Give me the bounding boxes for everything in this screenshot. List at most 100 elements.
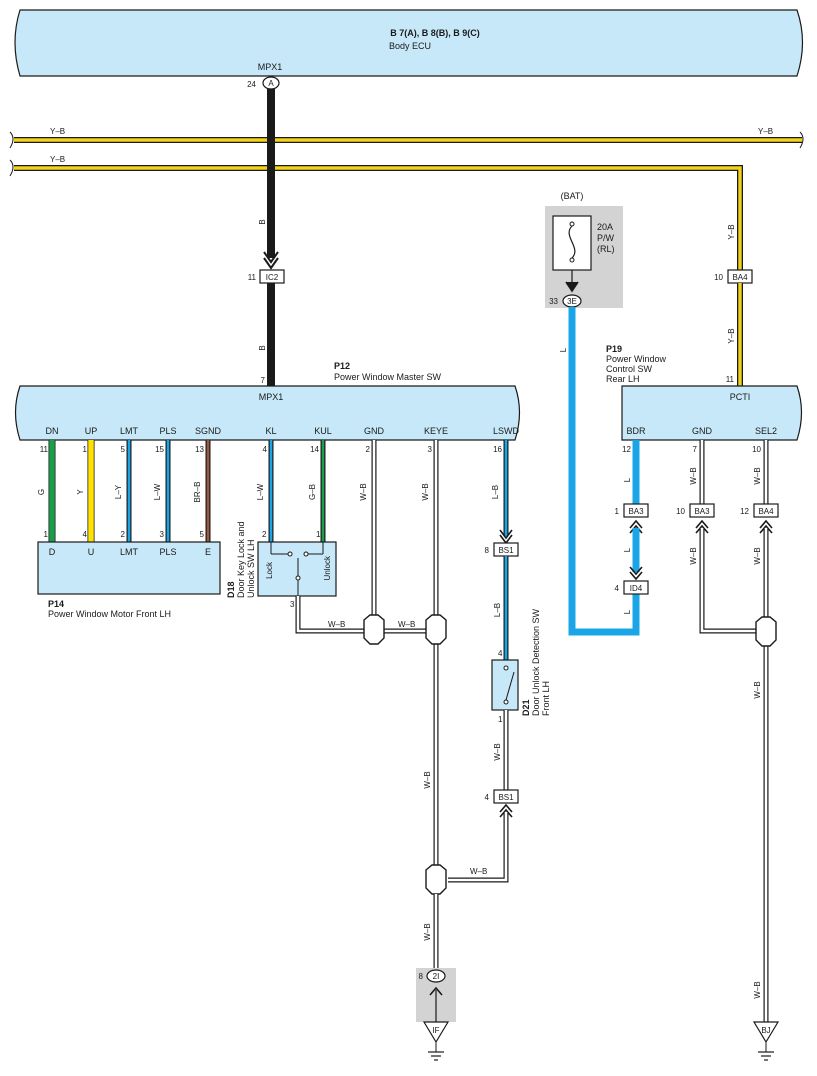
motor-pin-number: 1 xyxy=(44,530,49,539)
ground-if: W–B 2I 8 IF xyxy=(416,894,456,1061)
master-pin-wire-label: W–B xyxy=(421,483,430,500)
connector-2i-pin: 8 xyxy=(419,972,424,981)
master-pin-label: LSWD xyxy=(493,426,520,436)
master-pin-wire-label: W–B xyxy=(359,483,368,500)
master-pin-wire-label: G xyxy=(37,489,46,495)
master-switch-mpx-pin: 7 xyxy=(261,376,266,385)
ba4-top: Y–B BA4 10 Y–B xyxy=(714,224,753,386)
control-switch-name2: Control SW xyxy=(606,364,653,374)
d21-pin-top: 4 xyxy=(498,649,503,658)
control-pin-label: GND xyxy=(692,426,713,436)
body-ecu-pin-num: 24 xyxy=(247,80,256,89)
master-pin-label: LMT xyxy=(120,426,139,436)
b-wire: B IC2 11 B xyxy=(248,89,285,386)
master-pin-number: 14 xyxy=(310,445,319,454)
bs1-top-label: BS1 xyxy=(498,546,514,555)
master-switch: P12 Power Window Master SW MPX1 7 DN11GU… xyxy=(14,361,521,542)
bs1-top-wire: L–B xyxy=(493,603,502,617)
master-pin-wire-label: BR–B xyxy=(193,482,202,503)
master-pin-number: 16 xyxy=(493,445,502,454)
id4-wire-lower: L xyxy=(623,609,632,614)
id4-wire-upper: L xyxy=(623,547,632,552)
d21-code: D21 xyxy=(521,699,531,716)
master-pin-number: 13 xyxy=(195,445,204,454)
motor-name: Power Window Motor Front LH xyxy=(48,609,171,619)
door-unlock-detection-switch: 4 1 D21 Door Unlock Detection SW Front L… xyxy=(448,608,551,883)
master-pin-number: 15 xyxy=(155,445,164,454)
control-switch-code: P19 xyxy=(606,344,622,354)
bus-wires: Y–B Y–B Y–B xyxy=(9,127,804,272)
fuse-source: (BAT) xyxy=(561,191,584,201)
master-pin-label: KEYE xyxy=(424,426,448,436)
ba4-top-label: BA4 xyxy=(732,273,748,282)
master-switch-name: Power Window Master SW xyxy=(334,372,442,382)
master-pin-label: SGND xyxy=(195,426,222,436)
control-pin-number: 10 xyxy=(752,445,761,454)
ba4-top-wire-lower: Y–B xyxy=(727,328,736,343)
master-pin-wire-label: L–B xyxy=(491,485,500,499)
master-pin-label: PLS xyxy=(159,426,176,436)
master-pin-wire-label: G–B xyxy=(308,484,317,500)
d21-wire: W–B xyxy=(493,743,502,760)
body-ecu-pin-label: MPX1 xyxy=(258,62,283,72)
control-pin-label: BDR xyxy=(626,426,646,436)
bs1-bottom-wire: W–B xyxy=(470,867,487,876)
connector-ba4-b xyxy=(753,503,779,518)
control-pin-number: 12 xyxy=(622,445,631,454)
ba4-top-wire-upper: Y–B xyxy=(727,224,736,239)
body-ecu-subtitle: Body ECU xyxy=(389,41,431,51)
right-ground-wire3: W–B xyxy=(753,981,762,998)
control-pin-number: 7 xyxy=(693,445,698,454)
connector-2i-label: 2I xyxy=(433,972,440,981)
key-switch-pin-right: 1 xyxy=(316,530,321,539)
fuse-block: (BAT) 20A P/W (RL) 3E 33 xyxy=(545,191,623,308)
connector-ic2-pin: 11 xyxy=(248,273,257,282)
right-ground-wire2: W–B xyxy=(753,681,762,698)
ground-bj-label: BJ xyxy=(761,1026,770,1035)
master-pin-wire-label: L–W xyxy=(153,483,162,500)
bs1-top-pin: 8 xyxy=(485,546,490,555)
connector-ic2-label: IC2 xyxy=(266,273,279,282)
ground-join-wire1: W–B xyxy=(328,620,345,629)
master-pin-label: KL xyxy=(265,426,276,436)
master-pin-wire-label: Y xyxy=(76,489,85,495)
splice-3 xyxy=(425,864,447,895)
bdr-wire-label: L xyxy=(623,477,632,482)
connector-ba3-b xyxy=(689,503,715,518)
ba4-b-pin: 12 xyxy=(740,507,749,516)
motor-code: P14 xyxy=(48,599,64,609)
master-pin-number: 1 xyxy=(83,445,88,454)
right-ground-wire1: W–B xyxy=(689,547,698,564)
l-wire-label: L xyxy=(559,347,568,352)
key-switch-name1: Door Key Lock and xyxy=(236,521,246,598)
key-switch-name2: Unlock SW LH xyxy=(246,539,256,598)
ba4-top-pin: 10 xyxy=(714,273,723,282)
master-switch-code: P12 xyxy=(334,361,350,371)
lswd-wire: BS1 8 L–B xyxy=(485,440,519,660)
ba4-b-label: BA4 xyxy=(758,507,774,516)
motor-pin-number: 2 xyxy=(121,530,126,539)
b-wire-label-lower: B xyxy=(258,345,267,350)
keye-wire-label: W–B xyxy=(423,771,432,788)
key-switch-ground-wire: W–B xyxy=(295,596,366,634)
master-pin-number: 2 xyxy=(366,445,371,454)
ba3-b-label: BA3 xyxy=(694,507,710,516)
key-switch-lock: Lock xyxy=(265,561,274,579)
master-pin-number: 5 xyxy=(121,445,126,454)
right-ground-wires: W–B BA3 10 W–B W–B BA4 12 W–B W–B W–B BJ xyxy=(676,440,780,1061)
body-ecu: B 7(A), B 8(B), B 9(C) Body ECU MPX1 24 … xyxy=(14,9,804,90)
d21-name2: Front LH xyxy=(541,681,551,716)
fuse-name: P/W xyxy=(597,233,615,243)
key-switch-pin-left: 2 xyxy=(262,530,267,539)
master-pin-label: KUL xyxy=(314,426,332,436)
body-ecu-title: B 7(A), B 8(B), B 9(C) xyxy=(390,28,480,38)
master-pin-label: GND xyxy=(364,426,385,436)
control-switch-name3: Rear LH xyxy=(606,374,640,384)
connector-a-label: A xyxy=(268,79,274,88)
ground-join-wire2: W–B xyxy=(398,620,415,629)
connector-ba3-a xyxy=(623,503,649,518)
connector-bs1-bottom xyxy=(493,789,519,804)
